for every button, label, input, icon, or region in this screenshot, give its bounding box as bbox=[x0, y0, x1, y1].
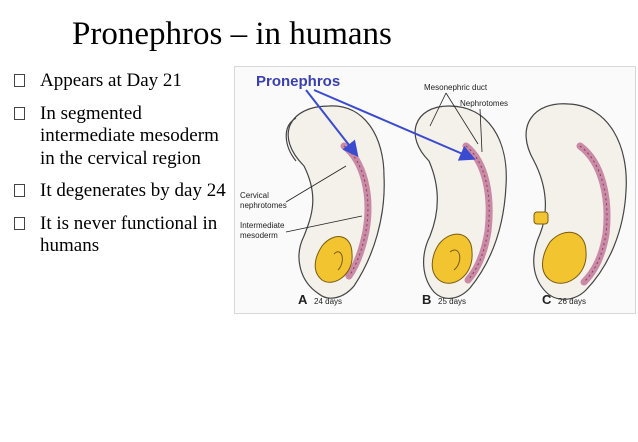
arrow-to-embryo-b bbox=[313, 89, 476, 161]
embryo-a bbox=[285, 105, 385, 299]
slide-title: Pronephros – in humans bbox=[72, 16, 392, 52]
panel-caption-b: 25 days bbox=[438, 297, 466, 306]
bullet-item: Appears at Day 21 bbox=[14, 70, 236, 93]
embryo-c bbox=[525, 103, 627, 300]
panel-letter-c: C bbox=[542, 292, 552, 307]
intermediate-mesoderm-label-2: mesoderm bbox=[240, 231, 278, 240]
embryo-illustration: Pronephros Mesonephric duct Nephrotomes … bbox=[234, 66, 636, 314]
embryo-b bbox=[414, 105, 507, 299]
bullet-text: It degenerates by day 24 bbox=[40, 180, 226, 201]
bullet-square-icon bbox=[14, 74, 25, 87]
bullet-square-icon bbox=[14, 106, 25, 120]
bullet-square-icon bbox=[14, 216, 25, 230]
nephrotomes-label: Nephrotomes bbox=[460, 99, 508, 108]
intermediate-pointer bbox=[285, 215, 363, 233]
panel-letter-a: A bbox=[298, 292, 308, 307]
panel-letter-b: B bbox=[422, 292, 431, 307]
mesonephric-duct-label: Mesonephric duct bbox=[424, 83, 488, 92]
bullet-text: Appears at Day 21 bbox=[40, 70, 182, 91]
nephrotomes-pointer bbox=[479, 108, 483, 153]
bullet-text: In segmented intermediate mesoderm in th… bbox=[40, 102, 219, 169]
bullet-item: It is never functional in humans bbox=[14, 213, 236, 258]
embryo-figure: Pronephros Mesonephric duct Nephrotomes … bbox=[234, 66, 636, 314]
bullet-item: It degenerates by day 24 bbox=[14, 180, 236, 203]
intermediate-mesoderm-label: Intermediate bbox=[240, 221, 285, 230]
cervical-pointer bbox=[285, 165, 347, 203]
bullet-item: In segmented intermediate mesoderm in th… bbox=[14, 103, 236, 171]
pronephros-heading: Pronephros bbox=[256, 73, 340, 90]
cervical-nephrotomes-label: Cervical bbox=[240, 191, 269, 200]
mesonephric-duct-pointer bbox=[445, 92, 479, 145]
panel-caption-a: 24 days bbox=[314, 297, 342, 306]
cervical-nephrotomes-label-2: nephrotomes bbox=[240, 201, 287, 210]
bullet-text: It is never functional in humans bbox=[40, 212, 218, 257]
panel-caption-c: 26 days bbox=[558, 297, 586, 306]
bullet-square-icon bbox=[14, 184, 25, 197]
arrow-to-embryo-a bbox=[305, 89, 359, 158]
mesonephric-duct-pointer bbox=[429, 92, 447, 127]
bullet-list: Appears at Day 21 In segmented intermedi… bbox=[14, 70, 236, 268]
